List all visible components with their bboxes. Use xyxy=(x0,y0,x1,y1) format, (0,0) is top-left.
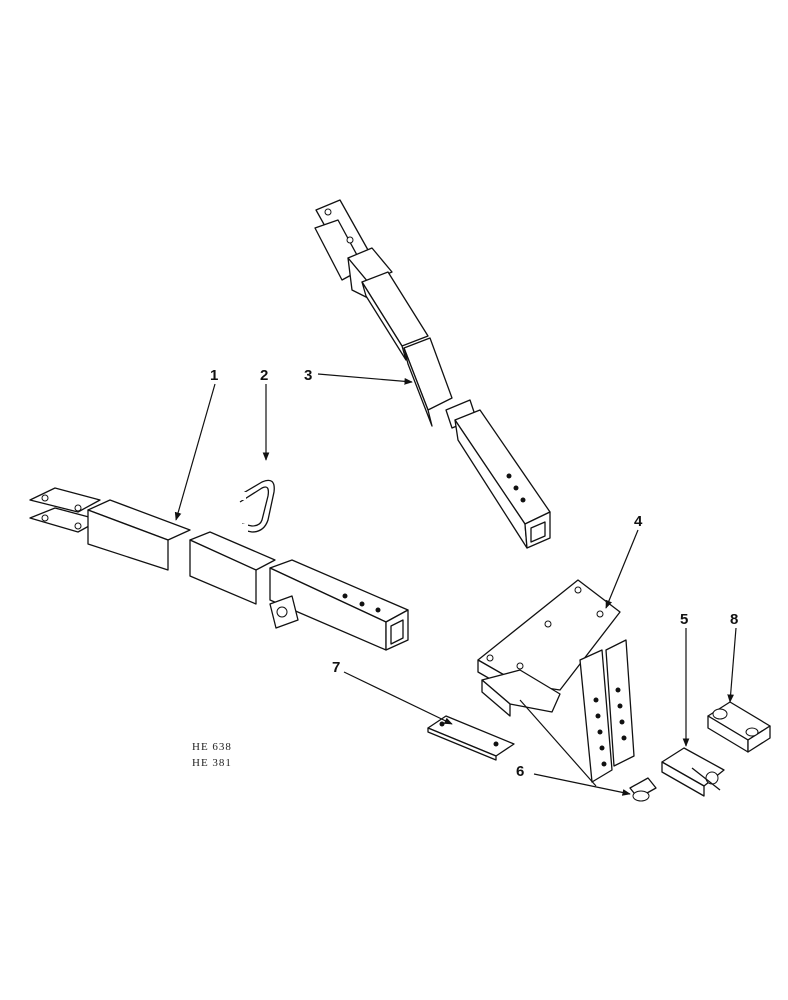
reference-code-1: HE 638 xyxy=(192,741,232,753)
callout-4: 4 xyxy=(634,513,643,530)
callout-1: 1 xyxy=(210,367,218,384)
callout-3: 3 xyxy=(304,367,312,384)
part-1-bar xyxy=(29,487,409,651)
part-4-bracket xyxy=(477,579,635,783)
callout-6: 6 xyxy=(516,763,524,780)
part-7-plate xyxy=(427,715,515,761)
part-2-u-bolt xyxy=(236,479,275,533)
callout-2: 2 xyxy=(260,367,268,384)
part-5-clevis xyxy=(661,747,725,797)
callout-8: 8 xyxy=(730,611,738,628)
leader-lines xyxy=(174,373,737,796)
callout-5: 5 xyxy=(680,611,688,628)
part-6-bushing xyxy=(629,777,657,802)
callout-7: 7 xyxy=(332,659,340,676)
part-3-bar xyxy=(314,199,551,549)
reference-code-2: HE 381 xyxy=(192,757,232,769)
part-8-clevis-end xyxy=(707,701,771,753)
